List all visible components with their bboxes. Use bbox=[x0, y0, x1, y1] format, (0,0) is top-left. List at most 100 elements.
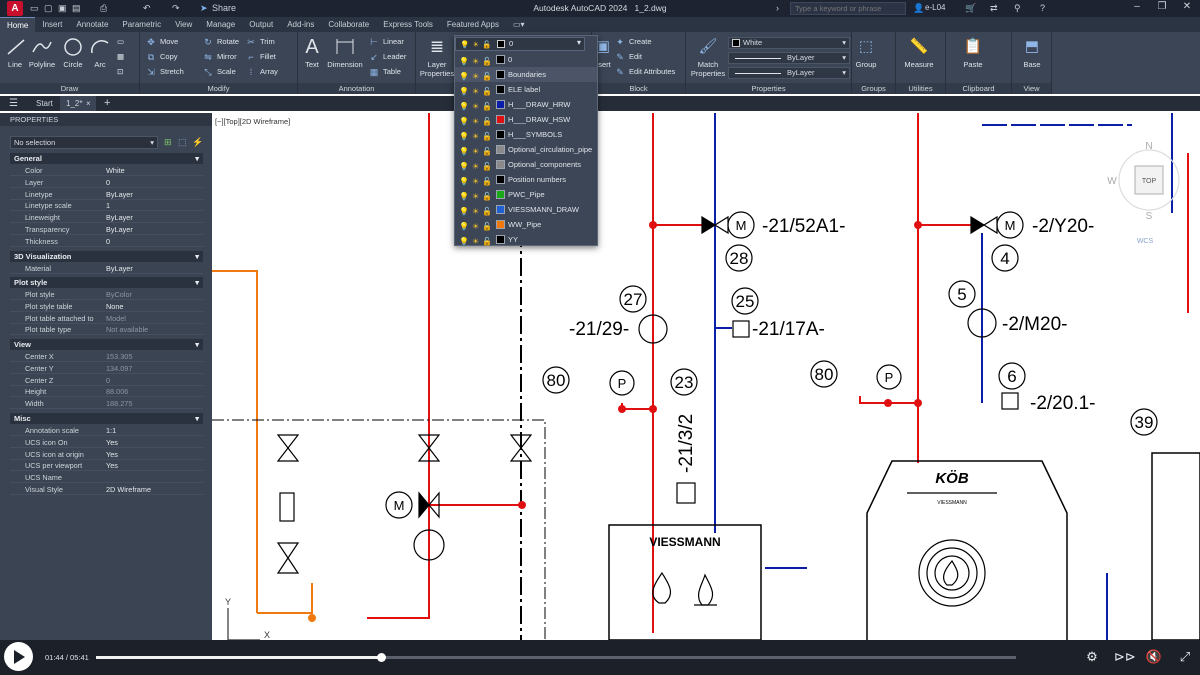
toggle-pickadd-icon[interactable]: ⊞ bbox=[164, 137, 172, 147]
viewport-controls[interactable]: [−][Top][2D Wireframe] bbox=[215, 117, 291, 126]
clipboard-panel-title[interactable]: Clipboard bbox=[946, 83, 1011, 94]
user-name[interactable]: e-L04 bbox=[925, 3, 946, 12]
share-button[interactable]: Share bbox=[212, 3, 237, 13]
search-input[interactable] bbox=[790, 2, 906, 15]
progress-handle[interactable] bbox=[377, 653, 387, 662]
app-menu-button[interactable]: A bbox=[7, 1, 23, 16]
fullscreen-icon[interactable]: ⤢ bbox=[1179, 649, 1191, 664]
section-viz[interactable]: 3D Visualization▾ bbox=[10, 251, 203, 262]
layer-option[interactable]: 💡☀🔓H___DRAW_HSW bbox=[455, 112, 597, 127]
chevron-down-icon[interactable]: ▾ bbox=[577, 38, 582, 47]
properties-ribbon-title[interactable]: Properties bbox=[686, 83, 851, 94]
select-objects-icon[interactable]: ⬚ bbox=[178, 137, 187, 147]
more-tabs-icon[interactable]: ▭▾ bbox=[512, 20, 525, 29]
hatch-icon[interactable]: ▦ bbox=[117, 52, 125, 61]
annotation-panel-title[interactable]: Annotation bbox=[298, 83, 415, 94]
scale-button[interactable]: ⤡Scale bbox=[202, 67, 235, 77]
layer-properties-button[interactable]: ≣Layer Properties bbox=[418, 36, 456, 78]
close-icon[interactable]: × bbox=[86, 99, 91, 108]
layer-option[interactable]: 💡☀🔓0 bbox=[455, 52, 597, 67]
linear-button[interactable]: ⊢Linear bbox=[368, 37, 404, 47]
open-icon[interactable]: ▭ bbox=[30, 3, 39, 13]
wcs-menu[interactable]: WCS bbox=[1137, 238, 1154, 245]
layer-option[interactable]: 💡☀🔓Boundaries bbox=[455, 67, 597, 82]
color-select[interactable]: White▾ bbox=[728, 37, 850, 49]
tab-home[interactable]: Home bbox=[0, 17, 36, 32]
layer-option[interactable]: 💡☀🔓Optional_components bbox=[455, 157, 597, 172]
layer-option[interactable]: 💡☀🔓H___SYMBOLS bbox=[455, 127, 597, 142]
section-view[interactable]: View▾ bbox=[10, 339, 203, 350]
circle-button[interactable]: Circle bbox=[60, 36, 86, 69]
property-row[interactable]: UCS Name bbox=[10, 472, 203, 484]
line-button[interactable]: Line bbox=[5, 36, 25, 69]
connect-icon[interactable]: ⚲ bbox=[1014, 3, 1021, 13]
progress-track[interactable] bbox=[96, 653, 1016, 662]
section-general[interactable]: General▾ bbox=[10, 153, 203, 164]
exchange-icon[interactable]: ⇄ bbox=[990, 3, 998, 13]
viewcube-west[interactable]: W bbox=[1107, 176, 1117, 187]
layer-option[interactable]: 💡☀🔓VIESSMANN_DRAW bbox=[455, 202, 597, 217]
layer-option[interactable]: 💡☀🔓Optional_circulation_pipe bbox=[455, 142, 597, 157]
share-icon[interactable]: ➤ bbox=[200, 3, 208, 13]
move-button[interactable]: ✥Move bbox=[145, 37, 178, 47]
section-plot[interactable]: Plot style▾ bbox=[10, 277, 203, 288]
rectangle-icon[interactable]: ▭ bbox=[117, 37, 125, 46]
tab-output[interactable]: Output bbox=[249, 20, 274, 29]
drawing-canvas[interactable]: [−][Top][2D Wireframe] bbox=[212, 113, 1200, 640]
group-button[interactable]: ⬚Group bbox=[854, 36, 878, 69]
play-button[interactable] bbox=[4, 642, 33, 671]
tab-featured-apps[interactable]: Featured Apps bbox=[446, 20, 499, 29]
utilities-panel-title[interactable]: Utilities bbox=[896, 83, 945, 94]
start-tab[interactable]: Start bbox=[36, 99, 53, 108]
leader-button[interactable]: ↙Leader bbox=[368, 52, 406, 62]
cart-icon[interactable]: 🛒 bbox=[965, 3, 977, 13]
rotate-button[interactable]: ↻Rotate bbox=[202, 37, 239, 47]
save-as-icon[interactable]: ▤ bbox=[72, 3, 81, 13]
dimension-button[interactable]: Dimension bbox=[325, 36, 365, 69]
section-misc[interactable]: Misc▾ bbox=[10, 413, 203, 424]
drawing-tab[interactable]: 1_2* bbox=[60, 96, 96, 111]
tab-collaborate[interactable]: Collaborate bbox=[328, 20, 370, 29]
block-panel-title[interactable]: Block bbox=[592, 83, 685, 94]
quick-select-icon[interactable]: ⚡ bbox=[192, 137, 204, 147]
user-icon[interactable]: 👤 bbox=[913, 3, 925, 13]
save-icon[interactable]: ▣ bbox=[58, 3, 67, 13]
table-button[interactable]: ▦Table bbox=[368, 67, 401, 77]
tab-add-ins[interactable]: Add-ins bbox=[287, 20, 315, 29]
undo-icon[interactable]: ↶ bbox=[143, 3, 151, 13]
layer-option[interactable]: 💡☀🔓WW_Pipe bbox=[455, 217, 597, 232]
viewcube-north[interactable]: N bbox=[1145, 141, 1152, 152]
match-properties-button[interactable]: 🖌Match Properties bbox=[690, 36, 726, 78]
redo-icon[interactable]: ↷ bbox=[172, 3, 180, 13]
new-icon[interactable]: ▢ bbox=[44, 3, 53, 13]
search-chevron-icon[interactable]: › bbox=[776, 3, 779, 13]
minimize-button[interactable]: – bbox=[1134, 1, 1140, 12]
new-tab-icon[interactable]: + bbox=[104, 97, 111, 109]
close-button[interactable]: ✕ bbox=[1182, 1, 1192, 12]
properties-title[interactable]: PROPERTIES bbox=[0, 113, 212, 126]
viewcube-south[interactable]: S bbox=[1146, 211, 1153, 222]
tab-annotate[interactable]: Annotate bbox=[76, 20, 109, 29]
layer-option[interactable]: 💡☀🔓ELE label bbox=[455, 82, 597, 97]
plot-icon[interactable]: ⎙ bbox=[100, 3, 108, 13]
copy-button[interactable]: ⧉Copy bbox=[145, 52, 178, 62]
insert-button[interactable]: ▣Insert bbox=[592, 36, 611, 69]
layer-option[interactable]: 💡☀🔓Position numbers bbox=[455, 172, 597, 187]
current-layer-field[interactable]: 💡☀🔓 0 bbox=[455, 37, 585, 51]
layer-option[interactable]: 💡☀🔓YY bbox=[455, 232, 597, 247]
